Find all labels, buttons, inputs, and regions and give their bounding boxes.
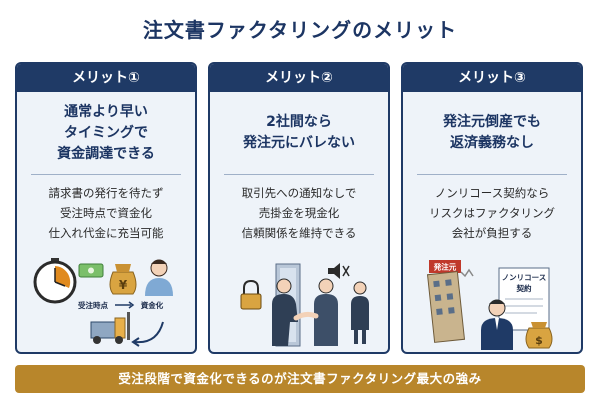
business-person-icon — [351, 281, 369, 344]
illustration-label-order: 受注時点 — [78, 300, 108, 310]
card-illustration — [240, 263, 369, 347]
card-body: 請求書の発行を待たず 受注時点で資金化 仕入れ代金に充当可能 — [17, 175, 195, 253]
merit-card-1: メリット① 通常より早い タイミングで 資金調達できる 請求書の発行を待たず 受… — [15, 62, 197, 354]
contract-title-2: 契約 — [516, 283, 532, 293]
card-body: 取引先への通知なしで 売掛金を現金化 信頼関係を維持できる — [210, 175, 388, 253]
headline-line: 資金調達できる — [57, 145, 155, 162]
handshake-icon — [272, 278, 338, 346]
contract-icon: ノンリコース 契約 — [498, 267, 550, 331]
person-icon — [145, 259, 173, 296]
stopwatch-icon — [33, 258, 77, 304]
body-line: 会社が負担する — [451, 226, 533, 240]
card-headline: 通常より早い タイミングで 資金調達できる — [17, 92, 195, 174]
mute-icon — [328, 263, 350, 279]
merit-card-2: メリット② 2社間なら 発注元にバレない 取引先への通知なしで 売掛金を現金化 … — [208, 62, 390, 354]
illustration-label-funding: 資金化 — [141, 300, 164, 310]
card-header: メリット① — [17, 64, 195, 92]
building-icon: 発注元 — [426, 260, 474, 343]
money-bag-icon: $ — [525, 322, 553, 349]
body-line: 仕入れ代金に充当可能 — [48, 226, 164, 240]
body-line: リスクはファクタリング — [428, 206, 556, 220]
headline-line: 発注元にバレない — [243, 135, 355, 151]
body-line: 売掛金を現金化 — [258, 206, 340, 220]
headline-line: 2社間なら — [266, 114, 332, 130]
body-line: 取引先への通知なしで — [241, 186, 357, 200]
card-divider — [417, 174, 567, 175]
forklift-icon — [90, 312, 130, 344]
body-line: 信頼関係を維持できる — [241, 226, 357, 240]
svg-text:$: $ — [535, 334, 543, 347]
lock-icon — [240, 279, 262, 310]
body-line: 受注時点で資金化 — [60, 206, 152, 220]
banknote-icon — [78, 263, 104, 278]
headline-line: タイミングで — [64, 124, 148, 141]
card-illustration: ¥ 受注時点 資金化 — [33, 258, 173, 347]
card-illustration: 発注元 ノンリコース 契約 $ — [426, 260, 553, 350]
page-title: 注文書ファクタリングのメリット — [142, 18, 458, 42]
card-divider — [31, 174, 181, 175]
card-headline: 発注元倒産でも 返済義務なし — [403, 92, 581, 174]
contract-title-1: ノンリコース — [502, 273, 547, 282]
building-sign: 発注元 — [433, 262, 457, 272]
card-divider — [224, 174, 374, 175]
summary-bar: 受注段階で資金化できるのが注文書ファクタリング最大の強み — [15, 365, 585, 393]
svg-text:¥: ¥ — [119, 278, 128, 292]
headline-line: 返済義務なし — [450, 135, 534, 151]
body-line: 請求書の発行を待たず — [48, 186, 164, 200]
merit-card-3: メリット③ 発注元倒産でも 返済義務なし ノンリコース契約なら リスクはファクタ… — [401, 62, 583, 354]
headline-line: 発注元倒産でも — [443, 114, 541, 130]
headline-line: 通常より早い — [64, 103, 148, 120]
card-body: ノンリコース契約なら リスクはファクタリング 会社が負担する — [403, 175, 581, 253]
card-header: メリット② — [210, 64, 388, 92]
card-headline: 2社間なら 発注元にバレない — [210, 92, 388, 174]
card-header: メリット③ — [403, 64, 581, 92]
businessman-icon — [481, 299, 513, 350]
body-line: ノンリコース契約なら — [434, 186, 550, 200]
money-bag-icon: ¥ — [109, 264, 137, 295]
